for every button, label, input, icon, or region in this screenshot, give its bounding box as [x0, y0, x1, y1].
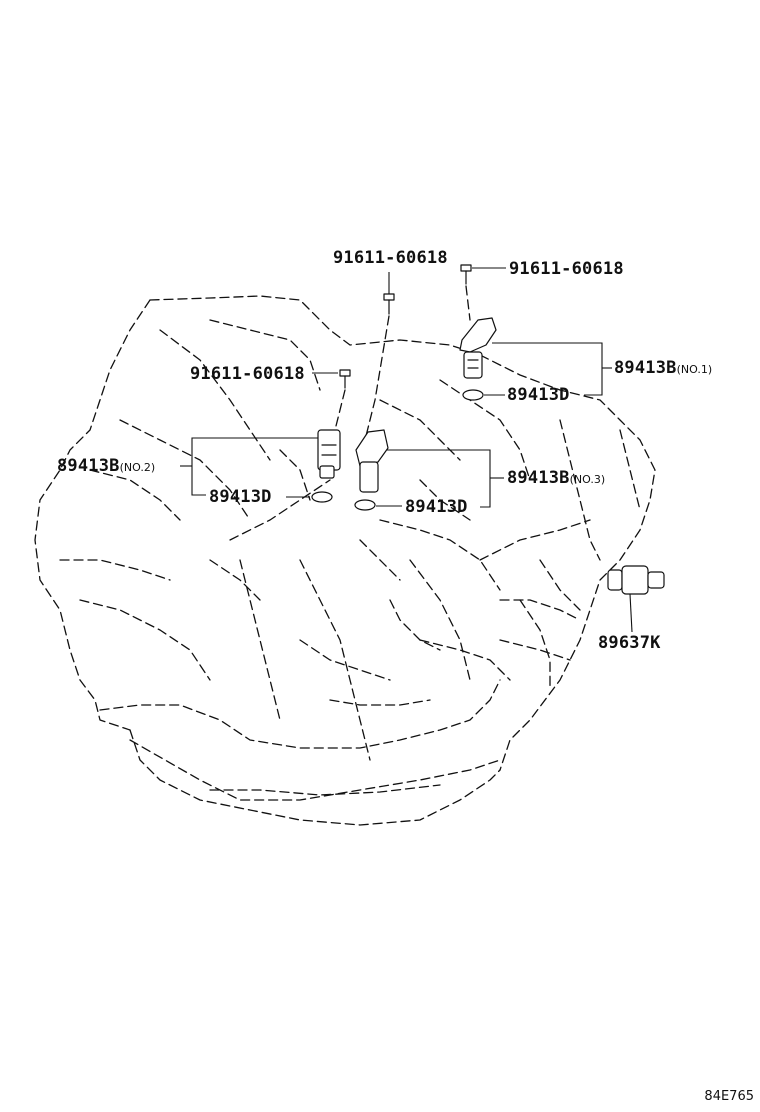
label-sensor-no2: 89413B(NO.2): [57, 458, 155, 475]
sensor-no2-part-number: 89413B: [57, 456, 120, 476]
speed-sensor-no3: [355, 429, 389, 493]
label-oring-no3: 89413D: [405, 497, 468, 517]
o-ring-no3: [354, 499, 376, 511]
sensor-no3-part-number: 89413B: [507, 468, 570, 488]
o-ring-no2: [311, 491, 333, 503]
pressure-switch: [607, 565, 665, 595]
label-bolt-mid-left: 91611-60618: [190, 364, 305, 384]
speed-sensor-no1: [459, 317, 497, 379]
leader-lines: [180, 267, 633, 633]
bolt-mid-left: [339, 369, 351, 389]
sensor-no2-suffix: (NO.2): [119, 461, 156, 474]
label-bolt-top-right: 91611-60618: [509, 259, 624, 279]
label-bolt-top-left: 91611-60618: [333, 248, 448, 268]
bolt-top-left: [383, 293, 395, 315]
label-sensor-no1: 89413B(NO.1): [614, 360, 712, 377]
label-oring-no1: 89413D: [507, 385, 570, 405]
sensor-no1-suffix: (NO.1): [676, 363, 713, 376]
speed-sensor-no2: [317, 429, 341, 479]
sensor-no3-suffix: (NO.3): [569, 473, 606, 486]
bolt-top-right: [460, 264, 472, 285]
o-ring-no1: [462, 389, 484, 401]
label-sensor-no3: 89413B(NO.3): [507, 470, 605, 487]
label-switch: 89637K: [598, 633, 661, 653]
sensor-no1-part-number: 89413B: [614, 358, 677, 378]
label-oring-no2: 89413D: [209, 487, 272, 507]
figure-code: 84E765: [704, 1089, 754, 1104]
